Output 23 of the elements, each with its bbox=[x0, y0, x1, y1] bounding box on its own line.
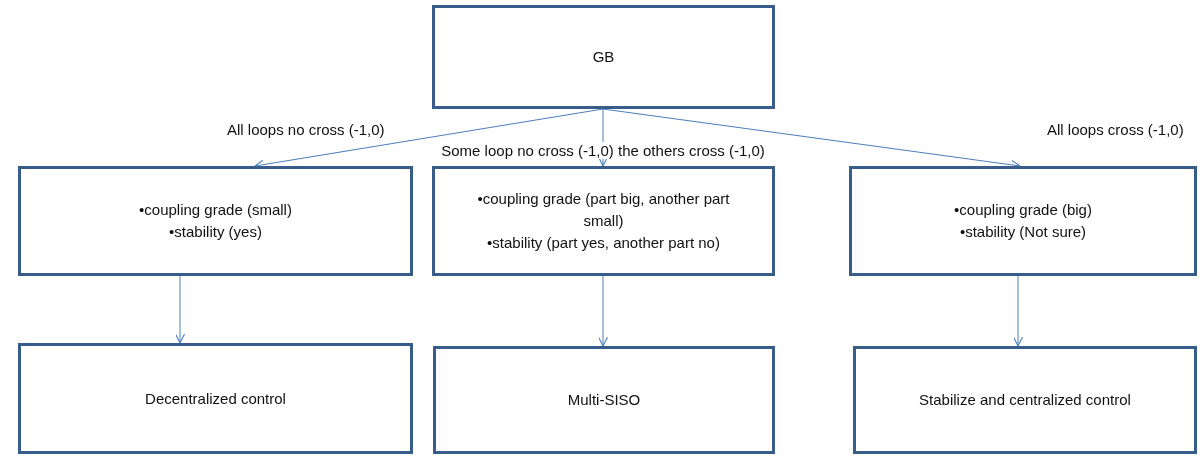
box-text: Stabilize and centralized control bbox=[919, 390, 1131, 411]
box-text: •coupling grade (big) bbox=[954, 200, 1092, 221]
process-box bbox=[853, 346, 1197, 454]
box-text: •stability (part yes, another part no) bbox=[487, 232, 720, 253]
process-box bbox=[433, 346, 775, 454]
process-box bbox=[432, 166, 775, 276]
box-text: •coupling grade (part big, another part small) bbox=[476, 189, 731, 232]
box-text: •stability (Not sure) bbox=[959, 222, 1087, 242]
arrow bbox=[174, 275, 186, 344]
edge-label: Some loop no cross (-1,0) the others cross (-1,0) bbox=[439, 142, 767, 159]
process-box bbox=[849, 166, 1197, 276]
arrow bbox=[597, 275, 609, 347]
box-text: •stability (yes) bbox=[169, 222, 262, 242]
edge-label: All loops no cross (-1,0) bbox=[225, 121, 387, 138]
box-text: •coupling grade (small) bbox=[139, 200, 292, 221]
process-box bbox=[18, 343, 413, 454]
box-text: GB bbox=[592, 47, 615, 68]
edge-label: All loops cross (-1,0) bbox=[1045, 121, 1186, 138]
process-box bbox=[432, 5, 775, 109]
process-box bbox=[18, 166, 413, 276]
box-text: Multi-SISO bbox=[567, 390, 641, 411]
arrow bbox=[1012, 275, 1024, 347]
box-text: Decentralized control bbox=[145, 388, 286, 409]
